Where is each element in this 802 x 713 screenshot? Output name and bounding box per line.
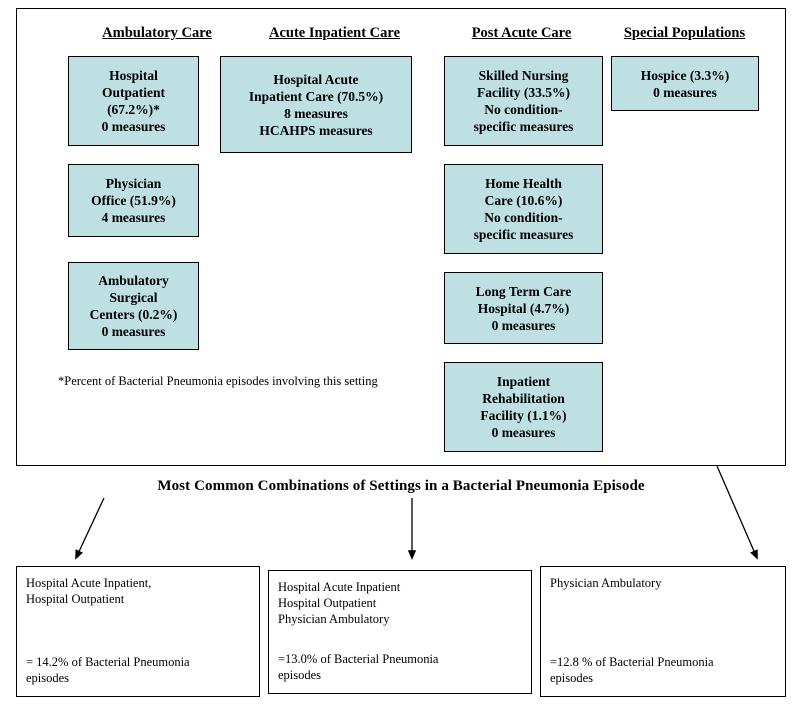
node-line: No condition- xyxy=(484,102,563,117)
node-line: Rehabilitation xyxy=(482,391,565,406)
combination-setting-line: Hospital Outpatient xyxy=(26,592,125,606)
arrow-to-combination-1 xyxy=(75,497,105,560)
settings-panel: Ambulatory Care Acute Inpatient Care Pos… xyxy=(16,8,786,466)
combination-settings-3: Physician Ambulatory xyxy=(550,575,776,591)
column-heading-post-acute-care: Post Acute Care xyxy=(471,25,572,41)
node-line: HCAHPS measures xyxy=(259,122,373,138)
footnote-percent-explanation: *Percent of Bacterial Pneumonia episodes… xyxy=(58,374,378,388)
combination-setting-line: Physician Ambulatory xyxy=(278,612,390,626)
node-line: Physician xyxy=(105,176,162,191)
node-line: 8 measures xyxy=(284,105,348,121)
combination-setting-line: Hospital Acute Inpatient, xyxy=(26,576,152,590)
combination-result-1: = 14.2% of Bacterial Pneumonia episodes xyxy=(26,654,250,686)
combination-result-2: =13.0% of Bacterial Pneumonia episodes xyxy=(278,651,522,683)
node-line: Inpatient xyxy=(496,374,551,389)
node-line: Care (10.6%) xyxy=(484,193,563,208)
node-line: 0 measures xyxy=(101,119,166,134)
combination-box-1: Hospital Acute Inpatient, Hospital Outpa… xyxy=(16,566,260,697)
node-line: Hospital (4.7%) xyxy=(477,300,570,316)
node-line: No condition- xyxy=(484,210,563,225)
node-line: specific measures xyxy=(473,119,574,134)
node-line: 0 measures xyxy=(491,425,556,440)
node-inpatient-rehabilitation-facility: Inpatient Rehabilitation Facility (1.1%)… xyxy=(444,362,603,452)
combination-result-line: =12.8 % of Bacterial Pneumonia xyxy=(550,655,714,669)
column-heading-special-populations: Special Populations xyxy=(623,25,746,41)
column-heading-ambulatory-care: Ambulatory Care xyxy=(102,25,212,41)
combination-setting-line: Hospital Acute Inpatient xyxy=(278,580,401,594)
node-line: 4 measures xyxy=(101,210,166,225)
node-line: Centers (0.2%) xyxy=(89,307,178,322)
node-hospice: Hospice (3.3%) 0 measures xyxy=(611,56,759,111)
node-ambulatory-surgical-centers: Ambulatory Surgical Centers (0.2%) 0 mea… xyxy=(68,262,199,350)
node-home-health-care: Home Health Care (10.6%) No condition- s… xyxy=(444,164,603,254)
combination-settings-1: Hospital Acute Inpatient, Hospital Outpa… xyxy=(26,575,250,607)
node-long-term-care-hospital: Long Term Care Hospital (4.7%) 0 measure… xyxy=(444,272,603,344)
combination-result-3: =12.8 % of Bacterial Pneumonia episodes xyxy=(550,654,776,686)
combination-setting-line: Physician Ambulatory xyxy=(550,576,662,590)
combination-result-line: episodes xyxy=(550,671,594,685)
node-hospital-outpatient: Hospital Outpatient (67.2%)* 0 measures xyxy=(68,56,199,146)
combination-settings-2: Hospital Acute Inpatient Hospital Outpat… xyxy=(278,579,522,627)
node-line: Facility (33.5%) xyxy=(477,85,570,100)
combination-result-line: episodes xyxy=(278,668,322,682)
node-line: Long Term Care xyxy=(475,283,572,299)
section-title-common-combinations: Most Common Combinations of Settings in … xyxy=(157,478,645,494)
node-line: Skilled Nursing xyxy=(478,68,569,83)
combination-box-3: Physician Ambulatory =12.8 % of Bacteria… xyxy=(540,566,786,697)
node-line: Hospital xyxy=(109,68,158,83)
combination-box-2: Hospital Acute Inpatient Hospital Outpat… xyxy=(268,570,532,694)
node-line: Hospital Acute xyxy=(273,71,359,87)
node-line: Outpatient xyxy=(101,85,165,100)
node-line: Hospice (3.3%) xyxy=(640,67,730,83)
node-hospital-acute-inpatient-care: Hospital Acute Inpatient Care (70.5%) 8 … xyxy=(220,56,412,153)
node-line: Inpatient Care (70.5%) xyxy=(248,88,384,104)
node-skilled-nursing-facility: Skilled Nursing Facility (33.5%) No cond… xyxy=(444,56,603,146)
node-line: Ambulatory xyxy=(98,273,169,288)
column-heading-acute-inpatient-care: Acute Inpatient Care xyxy=(268,25,401,41)
node-line: Facility (1.1%) xyxy=(480,408,567,423)
node-line: 0 measures xyxy=(653,84,717,100)
node-line: Office (51.9%) xyxy=(91,193,176,208)
node-line: specific measures xyxy=(473,227,574,242)
node-line: 0 measures xyxy=(491,317,556,333)
combination-result-line: episodes xyxy=(26,671,70,685)
combination-result-line: = 14.2% of Bacterial Pneumonia xyxy=(26,655,190,669)
node-line: Home Health xyxy=(485,176,562,191)
node-line: Surgical xyxy=(109,290,158,305)
node-physician-office: Physician Office (51.9%) 4 measures xyxy=(68,164,199,237)
combination-result-line: =13.0% of Bacterial Pneumonia xyxy=(278,652,439,666)
combination-setting-line: Hospital Outpatient xyxy=(278,596,377,610)
node-line: (67.2%)* xyxy=(107,102,160,117)
node-line: 0 measures xyxy=(101,324,166,339)
